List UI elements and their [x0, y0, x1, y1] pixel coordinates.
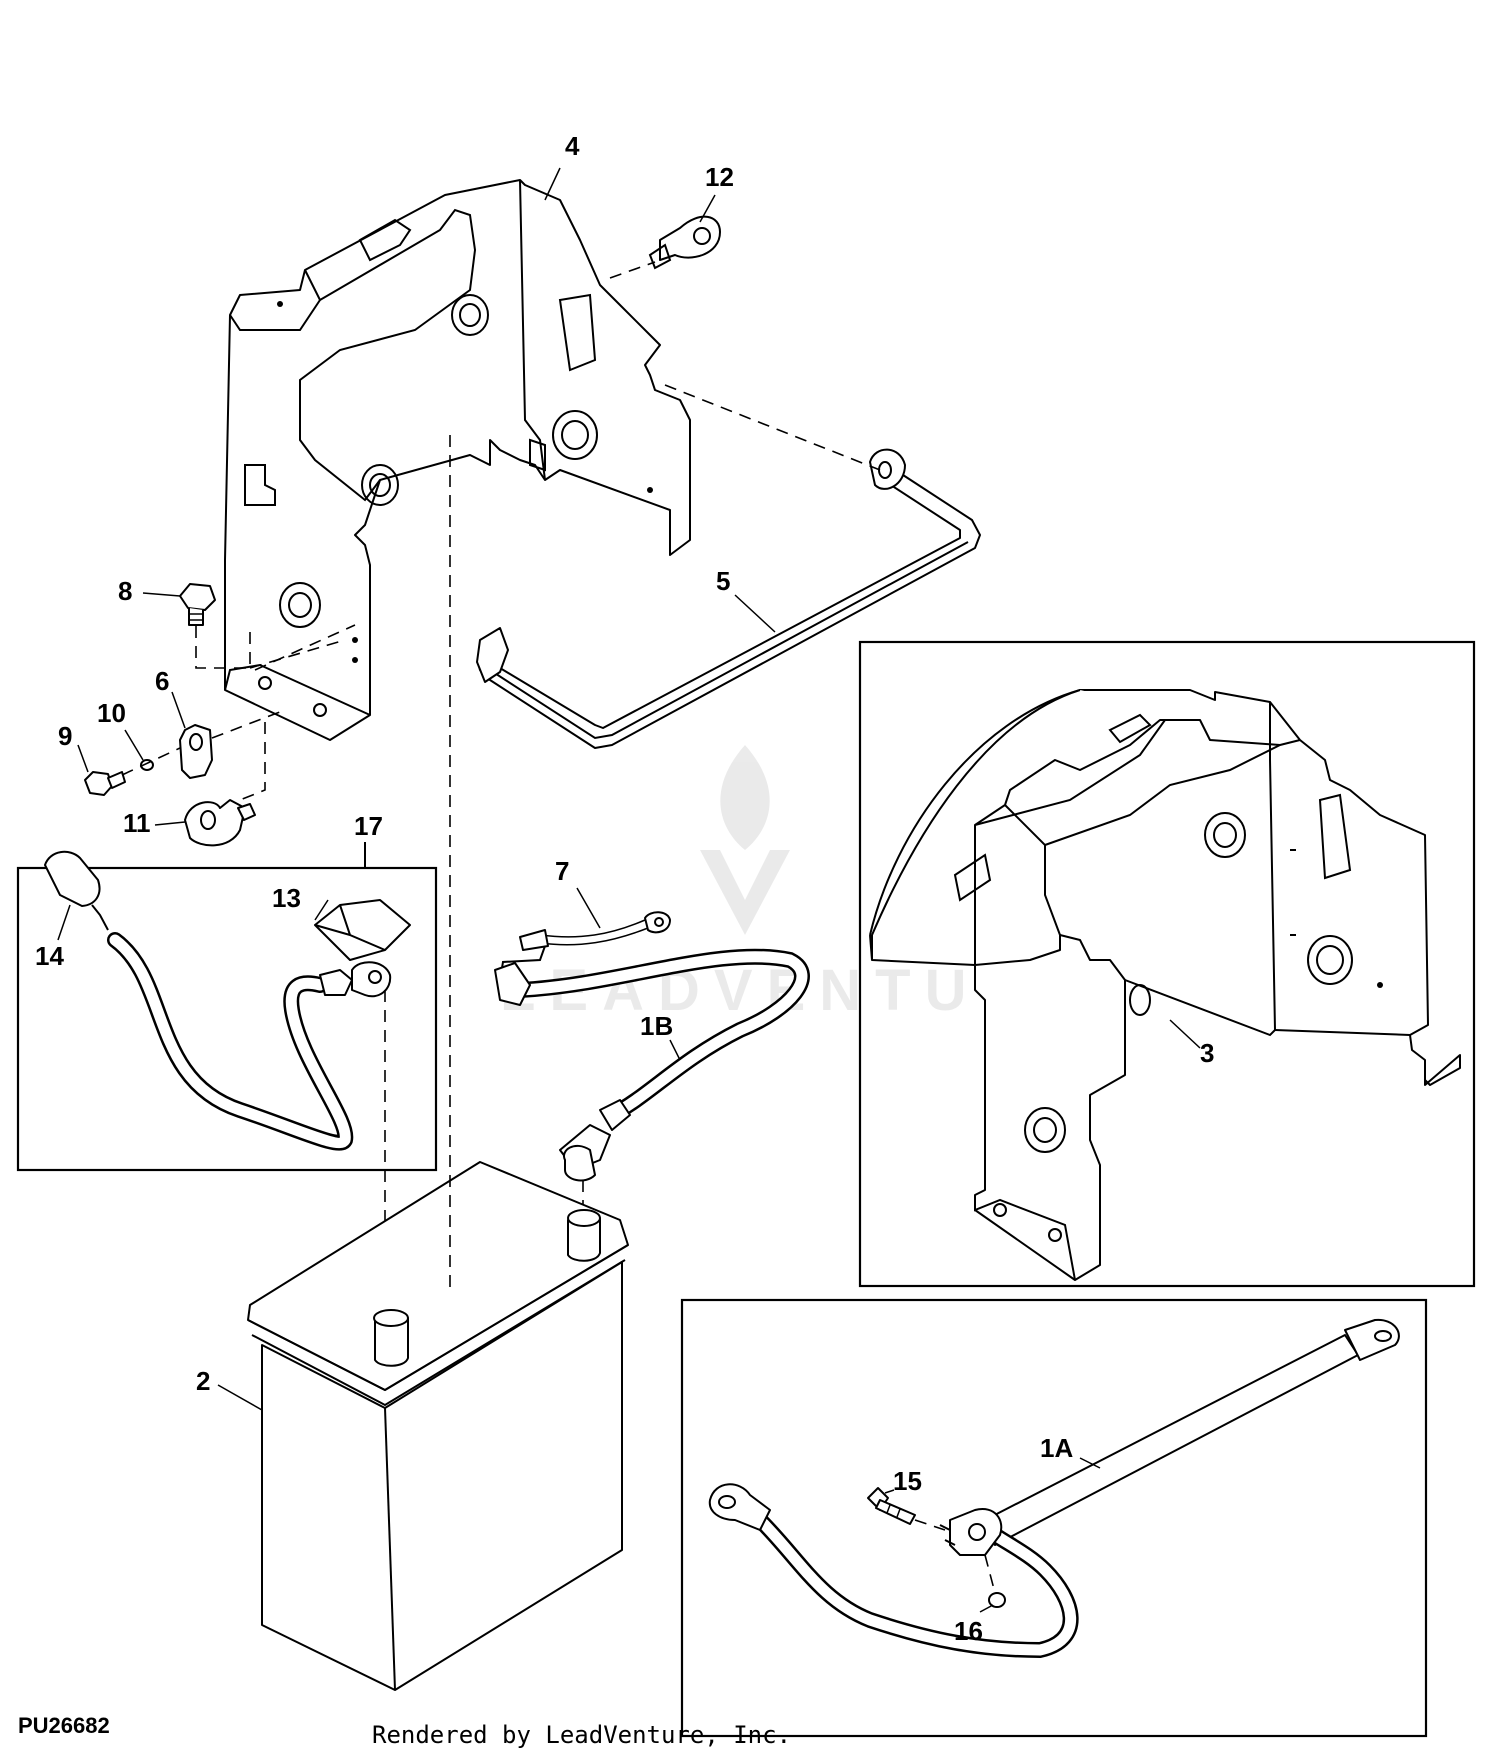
callout-7: 7	[555, 856, 569, 886]
battery-bracket-4	[224, 179, 691, 741]
cable-clip-12	[648, 215, 721, 270]
callout-12: 12	[705, 162, 734, 192]
positive-cable-17	[44, 850, 411, 1151]
battery-cable-1A	[708, 1318, 1400, 1659]
detail-box-3	[858, 640, 1476, 1288]
detail-box-1A	[680, 1298, 1428, 1738]
detail-box-17	[16, 866, 438, 1172]
callout-13: 13	[272, 883, 301, 913]
callout-16: 16	[954, 1616, 983, 1646]
bolt-8	[179, 583, 216, 626]
bolt-15	[867, 1487, 916, 1525]
nut-16	[988, 1592, 1006, 1608]
cable-clip-11	[184, 799, 256, 847]
callout-1B: 1B	[640, 1011, 673, 1041]
figure-code: PU26682	[18, 1713, 110, 1738]
leader-lines	[57, 167, 1201, 1613]
battery-holddown-5	[476, 448, 981, 749]
callout-5: 5	[716, 566, 730, 596]
callout-2: 2	[196, 1366, 210, 1396]
callout-15: 15	[893, 1466, 922, 1496]
battery-bracket-3	[869, 689, 1461, 1281]
callout-labels: 4 12 5 8 6 10 9 11 17 13 14 7 1B 3 2 1A …	[35, 131, 1214, 1646]
battery-2	[247, 1161, 629, 1691]
screw-9	[84, 771, 126, 796]
callout-9: 9	[58, 721, 72, 751]
callout-10: 10	[97, 698, 126, 728]
callout-6: 6	[155, 666, 169, 696]
cable-clamp-6	[179, 724, 213, 779]
callout-3: 3	[1200, 1038, 1214, 1068]
callout-17: 17	[354, 811, 383, 841]
callout-14: 14	[35, 941, 64, 971]
callout-4: 4	[565, 131, 580, 161]
render-credit: Rendered by LeadVenture, Inc.	[372, 1721, 791, 1749]
callout-1A: 1A	[1040, 1433, 1073, 1463]
callout-8: 8	[118, 576, 132, 606]
callout-11: 11	[123, 808, 151, 838]
battery-cable-1B	[494, 948, 810, 1182]
